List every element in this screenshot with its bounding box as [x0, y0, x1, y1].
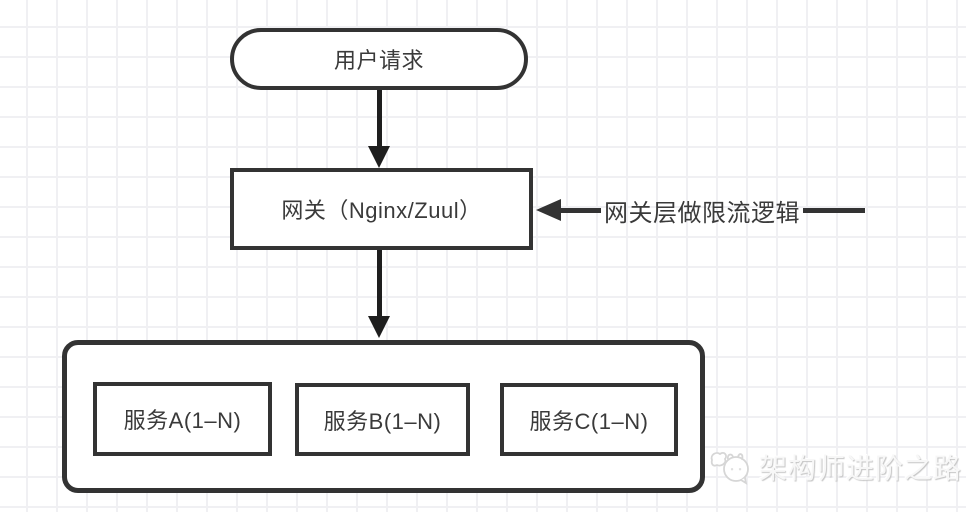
node-user-request: 用户请求 — [230, 28, 528, 90]
edge-gateway-to-services-line — [377, 250, 382, 318]
annotation-label: 网关层做限流逻辑 — [604, 199, 800, 227]
node-service-c: 服务C(1–N) — [500, 383, 678, 456]
node-gateway-label: 网关（Nginx/Zuul） — [281, 198, 482, 223]
arrow-down-icon — [368, 316, 390, 338]
node-service-a-label: 服务A(1–N) — [123, 408, 242, 433]
node-service-c-label: 服务C(1–N) — [529, 408, 649, 434]
mascot-doodle-icon — [710, 452, 749, 485]
watermark: 架构师进阶之路 — [708, 444, 962, 490]
node-service-b: 服务B(1–N) — [295, 383, 470, 456]
watermark-label: 架构师进阶之路 — [759, 453, 963, 484]
node-services-group: 服务A(1–N) 服务B(1–N) 服务C(1–N) — [62, 340, 705, 493]
node-gateway: 网关（Nginx/Zuul） — [230, 168, 533, 250]
arrow-left-icon — [536, 199, 561, 221]
node-service-a: 服务A(1–N) — [93, 382, 272, 456]
annotation-line-left — [561, 207, 601, 213]
annotation-rate-limit: 网关层做限流逻辑 — [536, 186, 865, 234]
node-service-b-label: 服务B(1–N) — [323, 408, 442, 434]
edge-user-to-gateway-line — [377, 90, 382, 148]
annotation-line-right — [803, 207, 865, 213]
node-user-request-label: 用户请求 — [333, 48, 424, 73]
arrow-down-icon — [368, 146, 390, 168]
